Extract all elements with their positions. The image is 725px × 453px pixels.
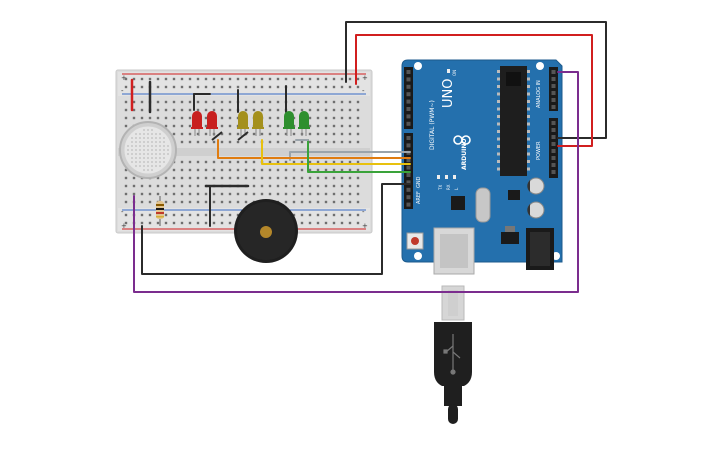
rail-plus-top-left: + <box>121 74 127 82</box>
piezo-buzzer <box>234 199 298 263</box>
led-red-2 <box>206 111 218 136</box>
led-green-1 <box>283 111 295 136</box>
led-green-2 <box>298 111 310 136</box>
rail-minus-top-right: - <box>362 87 365 95</box>
aref-label: AREF <box>416 191 422 204</box>
breadboard-holes <box>124 77 360 225</box>
digital-header-top <box>404 67 413 129</box>
resistor <box>156 196 164 226</box>
crystal <box>475 187 491 223</box>
rail-minus-bottom-right: - <box>362 208 365 216</box>
tx-led-label: TX <box>438 185 443 191</box>
analog-label: ANALOG IN <box>536 80 542 108</box>
power-header <box>549 118 558 178</box>
gnd-label: GND <box>416 176 422 188</box>
wire-yellow <box>261 139 411 165</box>
wire-green <box>307 139 411 173</box>
analog-header <box>549 67 558 111</box>
small-chip <box>451 196 465 210</box>
usb-symbol-icon <box>443 334 461 375</box>
uno-label: UNO <box>441 79 456 108</box>
wire-black-top <box>345 21 607 139</box>
arduino-brand: ARDUINO <box>461 139 468 170</box>
digital-label: DIGITAL (PWM~) <box>429 100 436 150</box>
rx-led-label: RX <box>446 184 451 190</box>
arduino-uno-board: DIGITAL (PWM~) AREF GND UNO ARDUINO ON T… <box>401 59 563 275</box>
wire-orange <box>217 139 411 159</box>
power-label: POWER <box>536 141 542 160</box>
wire-red-5v <box>355 34 593 147</box>
led-red-1 <box>191 111 203 136</box>
rail-minus-bottom-left: - <box>121 208 124 216</box>
wire-black-bottom <box>141 183 411 275</box>
voltage-regulator <box>501 232 519 244</box>
gas-sensor <box>119 121 177 179</box>
rail-minus-top-left: - <box>121 87 124 95</box>
on-led-label: ON <box>452 70 457 76</box>
usb-cable <box>434 285 472 424</box>
l-led-label: L <box>454 187 459 190</box>
rail-plus-bottom-left: + <box>121 222 127 230</box>
leds <box>191 111 310 141</box>
rail-plus-top-right: + <box>362 74 368 82</box>
breadboard-jumpers <box>130 78 287 227</box>
wires <box>133 21 607 293</box>
arduino-infinity-logo <box>453 135 471 145</box>
rail-plus-bottom-right: + <box>362 222 368 230</box>
wire-purple <box>133 71 579 293</box>
led-yellow-2 <box>252 111 264 136</box>
